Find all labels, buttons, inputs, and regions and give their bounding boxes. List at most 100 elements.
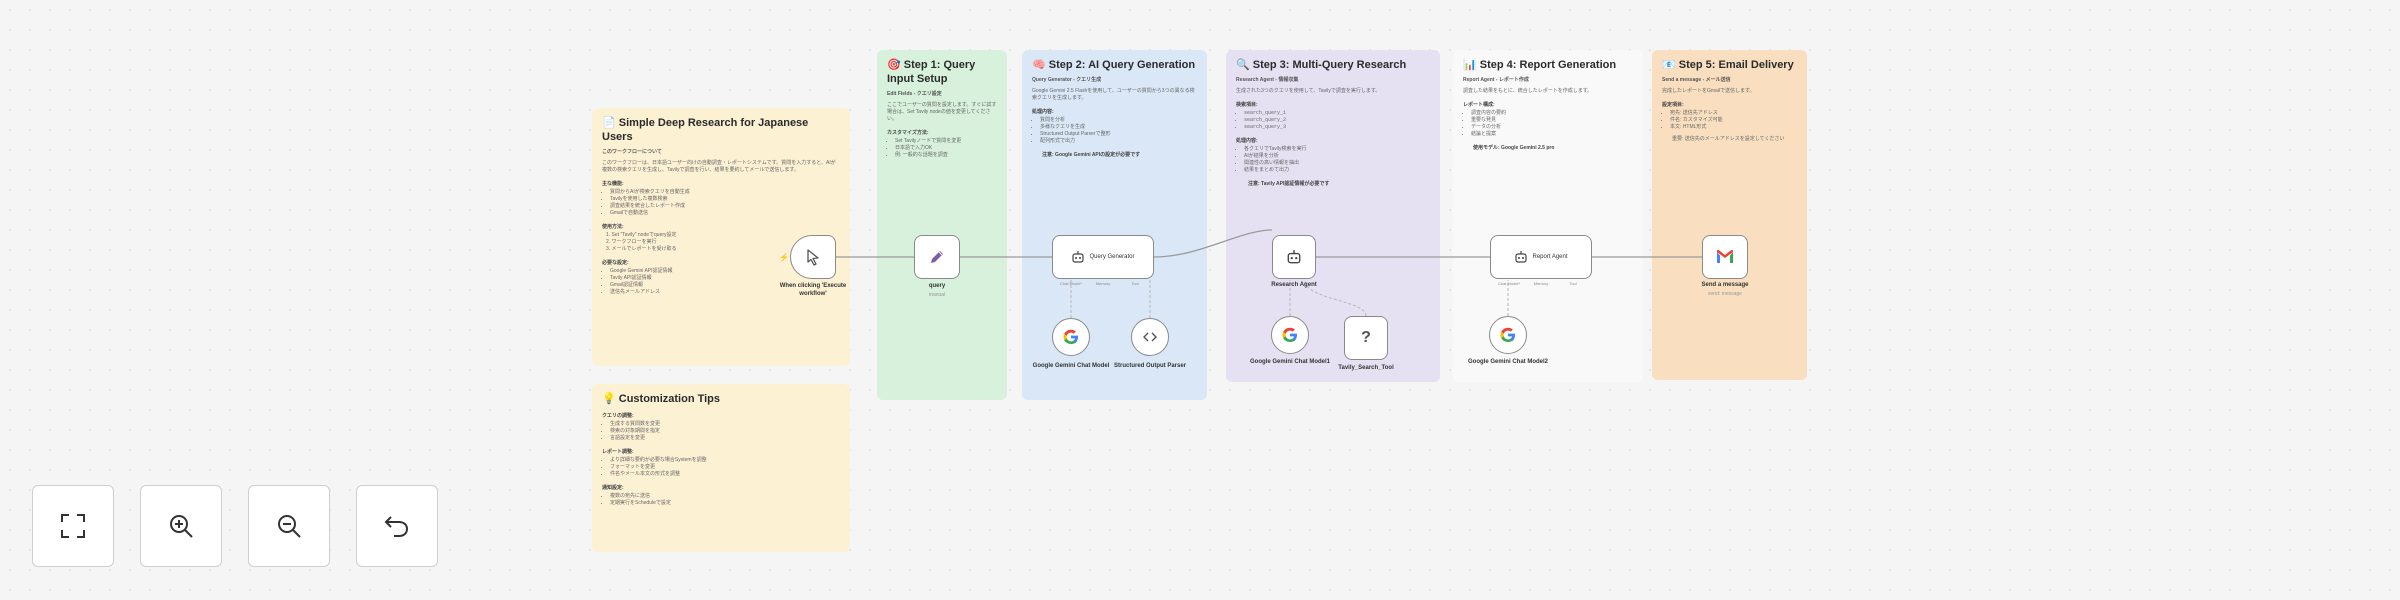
- note-body: 調査した結果をもとに、統合したレポートを作成します。: [1463, 88, 1593, 94]
- list-item: Gmailで自動送信: [610, 210, 840, 217]
- node-tavily-search-tool[interactable]: ?: [1344, 316, 1388, 360]
- note-section-heading: 設定項目:: [1662, 102, 1684, 108]
- node-label: Query Generator: [1089, 254, 1135, 260]
- port-label: Tool: [1569, 281, 1577, 286]
- fit-view-icon: [61, 514, 85, 538]
- sticky-note-step4[interactable]: 📊 Step 4: Report Generation Report Agent…: [1453, 50, 1643, 382]
- list-item: 生成する質問数を変更: [610, 421, 840, 428]
- cursor-icon: [807, 249, 819, 266]
- list-item: 3. メールでレポートを受け取る: [606, 246, 677, 252]
- node-query-set[interactable]: [914, 235, 960, 279]
- list-item: 2. ワークフローを実行: [606, 239, 657, 245]
- port-label: Memory: [1533, 281, 1549, 286]
- gmail-icon: [1717, 249, 1733, 263]
- list-item: 多様なクエリを生成: [1040, 124, 1197, 131]
- note-title: 🧠 Step 2: AI Query Generation: [1032, 59, 1196, 71]
- zoom-out-button[interactable]: [248, 485, 330, 567]
- note-warning: 使用モデル: Google Gemini 2.5 pro: [1473, 145, 1555, 151]
- node-google-gemini-chat-model1[interactable]: [1271, 316, 1309, 354]
- note-section-heading: クエリの調整:: [602, 413, 634, 419]
- list-item: 定期実行をScheduleで設定: [610, 500, 840, 507]
- note-section-heading: 検索項目:: [1236, 102, 1258, 108]
- note-subtitle: Send a message - メール送信: [1662, 77, 1731, 83]
- list-item: Gmail認証情報: [610, 282, 840, 289]
- port-label: Chat Model*: [1497, 281, 1520, 286]
- note-body: 生成された3つのクエリを使用して、Tavilyで調査を実行します。: [1236, 88, 1381, 94]
- list-item: 質問からAIが検索クエリを自動生成: [610, 189, 840, 196]
- note-list: 質問からAIが検索クエリを自動生成 Tavilyを使用した複数検索 調査結果を統…: [602, 189, 840, 217]
- sticky-note-step2[interactable]: 🧠 Step 2: AI Query Generation Query Gene…: [1022, 50, 1207, 400]
- port-label: Memory: [1095, 281, 1111, 286]
- note-section-heading: カスタマイズ方法:: [887, 130, 929, 136]
- note-list: 生成する質問数を変更 検索の対象期間を指定 言語設定を変更: [602, 421, 840, 442]
- node-label: Tavily_Search_Tool: [1338, 365, 1394, 371]
- connection-generator-to-research: [1153, 229, 1273, 258]
- sticky-note-step3[interactable]: 🔍 Step 3: Multi-Query Research Research …: [1226, 50, 1440, 382]
- list-item: 重要な発見: [1471, 117, 1633, 124]
- note-body: 完成したレポートをGmailで送信します。: [1662, 88, 1755, 94]
- note-subtitle: Research Agent - 情報収集: [1236, 77, 1299, 83]
- note-title: 📄 Simple Deep Research for Japanese User…: [602, 117, 809, 143]
- node-label: Google Gemini Chat Model1: [1249, 359, 1330, 365]
- node-google-gemini-chat-model2[interactable]: [1489, 316, 1527, 354]
- note-section-heading: 主な機能:: [602, 181, 624, 187]
- note-title: 💡 Customization Tips: [602, 393, 721, 405]
- note-body: ここでユーザーの質問を設定します。すぐに試す場合は、Set Tavily nod…: [887, 102, 997, 122]
- sticky-note-step5[interactable]: 📧 Step 5: Email Delivery Send a message …: [1652, 50, 1807, 380]
- google-icon: [1282, 327, 1297, 342]
- sticky-note-customization-tips[interactable]: 💡 Customization Tips クエリの調整: 生成する質問数を変更 …: [592, 384, 850, 552]
- note-list: 宛先: 送信先アドレス 件名: カスタマイズ可能 本文: HTML形式: [1662, 110, 1797, 131]
- note-list: より詳細な要約が必要な場合Systemを調整 フォーマットを変更 件名やメール本…: [602, 457, 840, 478]
- fit-view-button[interactable]: [32, 485, 114, 567]
- list-item: 宛先: 送信先アドレス: [1670, 110, 1797, 117]
- node-label: Google Gemini Chat Model: [1032, 363, 1110, 369]
- note-list: 各クエリでTavily検索を実行 AIが結果を分析 関連性の高い情報を抽出 結果…: [1236, 146, 1430, 174]
- list-item: Google Gemini API認証情報: [610, 268, 840, 275]
- question-icon: ?: [1361, 329, 1371, 346]
- note-warning: 重要: 送信先のメールアドレスを設定してください: [1672, 136, 1785, 142]
- node-gmail-send[interactable]: [1702, 235, 1748, 279]
- node-report-agent[interactable]: Report Agent: [1490, 235, 1592, 279]
- node-subtitle: manual: [928, 292, 946, 298]
- note-section-heading: 処理内容:: [1236, 138, 1258, 144]
- google-icon: [1063, 329, 1078, 344]
- node-label: Send a message: [1701, 282, 1749, 288]
- list-item: 各クエリでTavily検索を実行: [1244, 146, 1430, 153]
- list-item: 日本語で入力OK: [895, 145, 997, 152]
- node-structured-output-parser[interactable]: [1131, 318, 1169, 356]
- zoom-in-button[interactable]: [140, 485, 222, 567]
- node-label: query: [928, 283, 946, 289]
- port-label: Tool: [1131, 281, 1139, 286]
- robot-icon: [1287, 250, 1301, 264]
- zoom-in-icon: [170, 515, 193, 538]
- list-item: search_query_2: [1244, 117, 1430, 124]
- list-item: Structured Output Parserで整形: [1040, 131, 1197, 138]
- connection-tavily-to-research: [1304, 279, 1367, 317]
- reset-zoom-button[interactable]: [356, 485, 438, 567]
- list-item: 1. Set "Tavily" nodeでquery設定: [606, 232, 677, 238]
- note-section-heading: レポート調整:: [602, 449, 634, 455]
- note-section-heading: 通知設定:: [602, 485, 624, 491]
- node-google-gemini-chat-model[interactable]: [1052, 318, 1090, 356]
- note-title: 📊 Step 4: Report Generation: [1463, 59, 1617, 71]
- note-list: Set Tavilyノードで質問を変更 日本語で入力OK 例: 一般的な話題を調…: [887, 138, 997, 159]
- note-subtitle: Query Generator - クエリ生成: [1032, 77, 1102, 83]
- list-item: 関連性の高い情報を抽出: [1244, 160, 1430, 167]
- sticky-note-step1[interactable]: 🎯 Step 1: Query Input Setup Edit Fields …: [877, 50, 1007, 400]
- list-item: 検索の対象期間を指定: [610, 428, 840, 435]
- node-label: Structured Output Parser: [1113, 363, 1186, 369]
- trigger-bolt-icon: ⚡: [779, 253, 789, 262]
- list-item: Set Tavilyノードで質問を変更: [895, 138, 997, 145]
- node-research-agent[interactable]: [1272, 235, 1316, 279]
- list-item: Tavily API認証情報: [610, 275, 840, 282]
- list-item: 件名やメール本文の形式を調整: [610, 471, 840, 478]
- undo-icon: [384, 516, 409, 537]
- note-warning: 注意: Tavily API認証情報が必要です: [1248, 181, 1330, 187]
- node-query-generator[interactable]: Query Generator: [1052, 235, 1154, 279]
- list-item: 送信先メールアドレス: [610, 289, 840, 296]
- list-item: search_query_3: [1244, 124, 1430, 131]
- list-item: 調査結果を統合したレポート作成: [610, 203, 840, 210]
- note-list: search_query_1 search_query_2 search_que…: [1236, 110, 1430, 131]
- note-list: 複数の宛先に送信 定期実行をScheduleで設定: [602, 493, 840, 507]
- node-manual-trigger[interactable]: [790, 235, 836, 279]
